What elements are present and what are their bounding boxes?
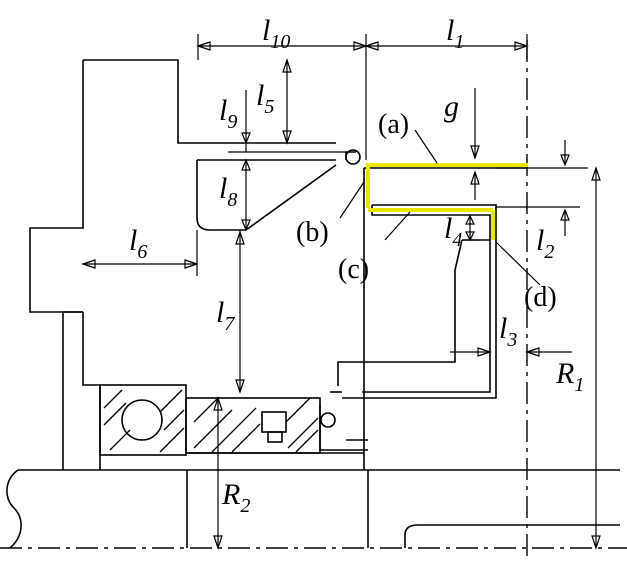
label-g: g [444, 90, 459, 123]
label-R2: R2 [221, 478, 250, 517]
label-l8: l8 [219, 172, 237, 211]
label-gap-a: (a) [378, 109, 409, 140]
label-l2: l2 [536, 224, 554, 263]
gap-labels: (a) (b) (c) (d) [296, 109, 557, 313]
bearing [99, 384, 364, 456]
label-l10: l10 [262, 14, 290, 53]
rotor [319, 149, 526, 470]
label-l5: l5 [256, 79, 274, 118]
label-l9: l9 [219, 94, 237, 133]
dimension-lines [81, 34, 601, 550]
label-l3: l3 [499, 312, 517, 351]
o-ring-bottom [320, 412, 336, 428]
label-l6: l6 [129, 224, 147, 263]
label-l7: l7 [216, 296, 235, 335]
label-l4: l4 [444, 212, 462, 251]
housing [29, 59, 337, 470]
o-ring-top [345, 149, 361, 165]
seal-gaps [366, 163, 528, 240]
label-l1: l1 [446, 14, 464, 53]
label-gap-c: (c) [338, 254, 369, 285]
shaft [6, 469, 620, 549]
bearing-ball [121, 399, 163, 441]
dimension-labels: l10 l1 l9 l5 l8 l6 l7 g l4 l2 l3 R1 R2 [129, 14, 584, 517]
label-gap-b: (b) [296, 217, 329, 248]
label-gap-d: (d) [524, 282, 557, 313]
label-R1: R1 [555, 357, 584, 396]
leader-lines [339, 129, 541, 286]
